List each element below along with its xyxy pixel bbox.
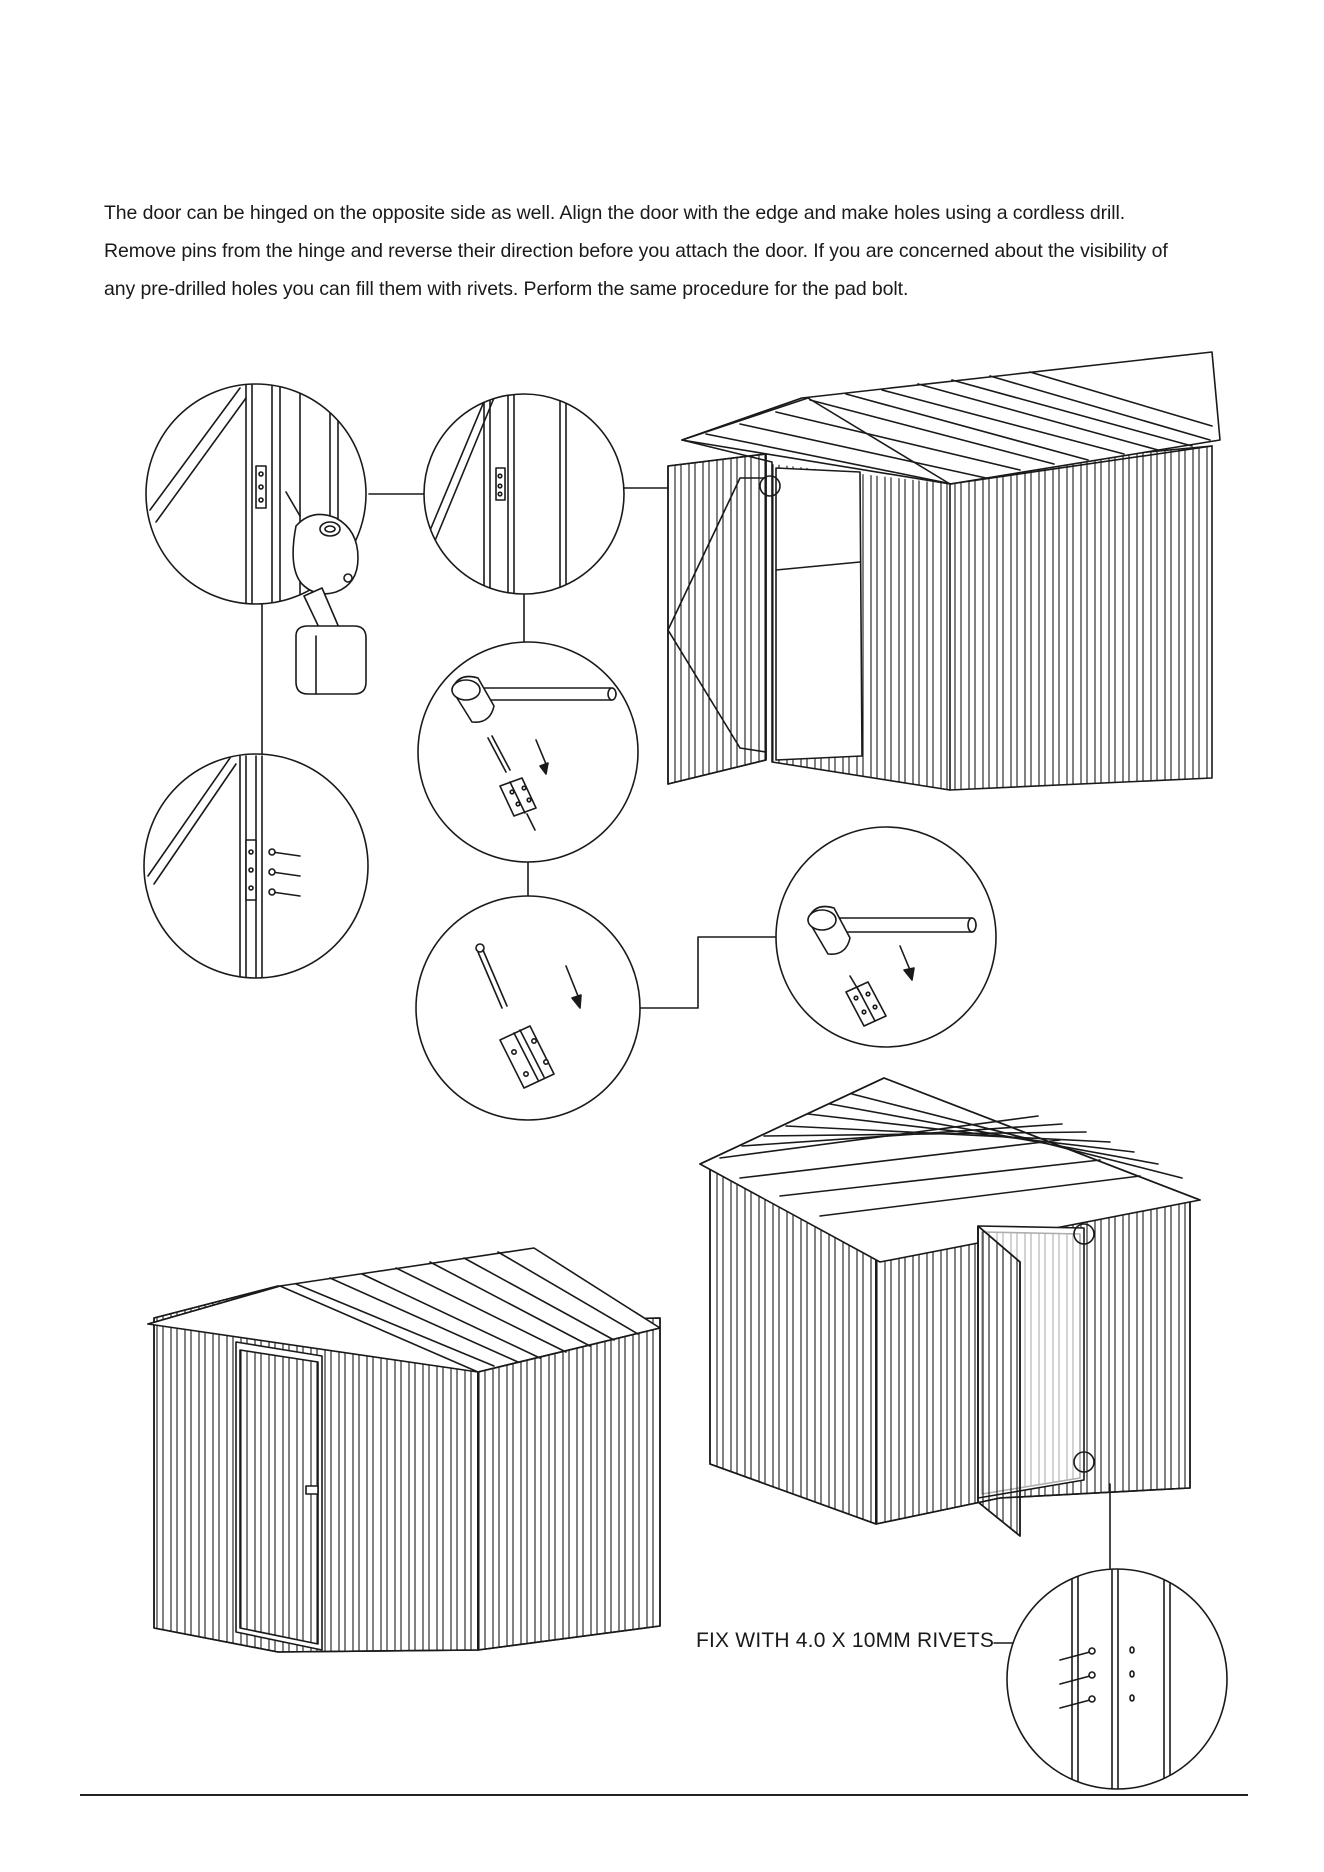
- hammer-icon: [451, 675, 617, 723]
- detail-reinsert-pin: [775, 826, 997, 1048]
- detail-hinge-edge: [423, 393, 625, 595]
- detail-remove-pin: [417, 641, 639, 863]
- detail-door-rivets: [143, 753, 369, 979]
- hinge-icon: [499, 777, 537, 831]
- cordless-drill-icon: [285, 491, 367, 695]
- instruction-line-2: Remove pins from the hinge and reverse t…: [104, 240, 1168, 262]
- detail-fix-rivets: [1006, 1568, 1228, 1790]
- hinge-icon: [845, 975, 887, 1027]
- rivet-icon: [1059, 1647, 1096, 1709]
- shed-door-closed: [147, 1247, 661, 1653]
- rivet-icon: [268, 848, 301, 897]
- instruction-text: The door can be hinged on the opposite s…: [104, 194, 1224, 308]
- hinge-icon: [499, 1025, 555, 1089]
- rivet-callout-label: FIX WITH 4.0 X 10MM RIVETS: [696, 1629, 995, 1652]
- instruction-line-1: The door can be hinged on the opposite s…: [104, 202, 1126, 224]
- detail-drill-hole: [145, 383, 367, 695]
- hammer-icon: [807, 905, 977, 955]
- instruction-line-3: any pre-drilled holes you can fill them …: [104, 278, 909, 300]
- shed-door-reversed: [699, 1077, 1201, 1537]
- detail-pin-hinge: [415, 895, 641, 1121]
- shed-door-open: [667, 351, 1221, 791]
- footer-rule: [80, 1794, 1248, 1796]
